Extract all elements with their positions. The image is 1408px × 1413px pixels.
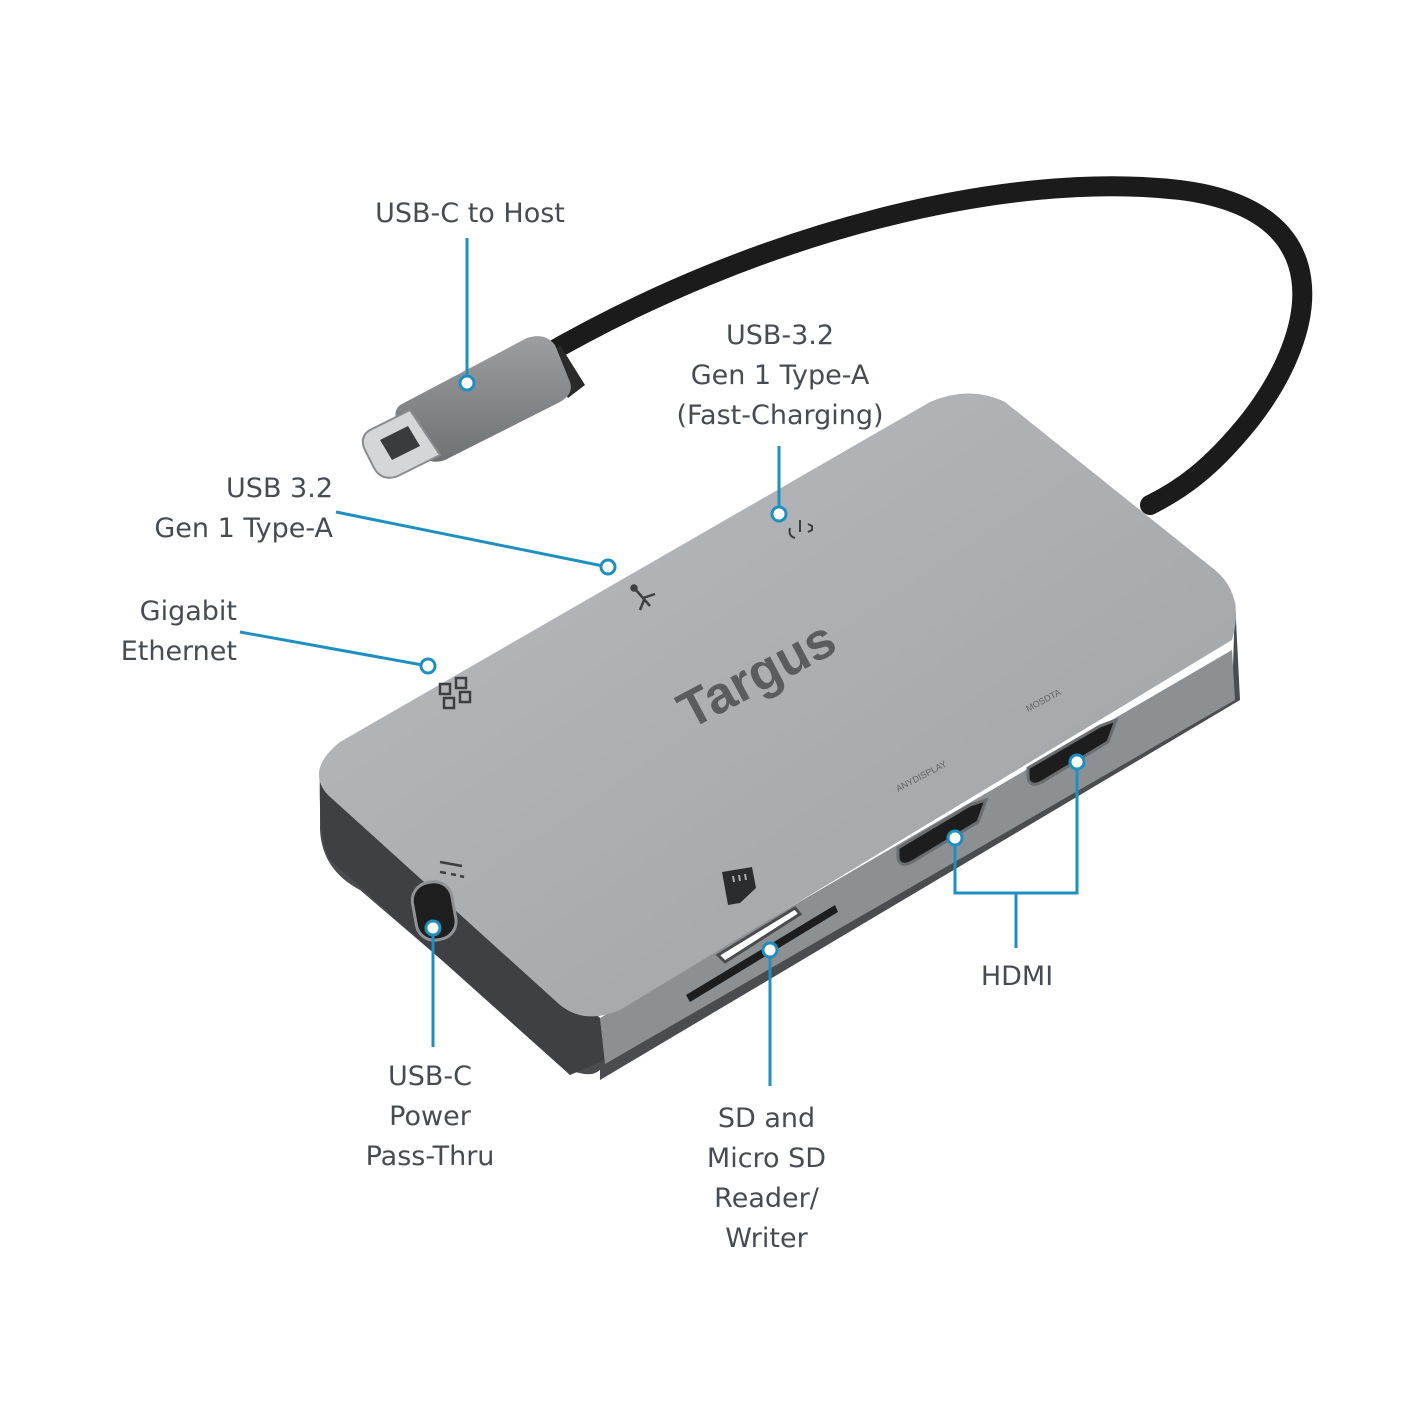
callout-hdmi: HDMI <box>947 957 1087 997</box>
leader-hdmi-right-dot <box>1068 753 1086 771</box>
callout-line: Gigabit <box>139 596 237 627</box>
microsd-slot <box>686 905 838 1002</box>
callout-line: USB 3.2 <box>226 473 333 504</box>
leader-usb32-fast-dot <box>770 505 788 523</box>
callout-line: Gen 1 Type-A <box>154 513 333 544</box>
callout-line: SD and <box>717 1103 816 1134</box>
fast-charge-usb-icon <box>788 520 813 539</box>
usb-c-power-port <box>410 880 458 942</box>
callout-line: USB-C <box>387 1061 473 1092</box>
callout-line: USB-C to Host <box>375 198 565 229</box>
usb-icon <box>630 584 656 611</box>
leader-usb32 <box>335 510 609 569</box>
ethernet-icon <box>438 676 472 710</box>
callout-line: (Fast-Charging) <box>676 400 884 431</box>
leader-hdmi-left-dot <box>946 829 964 847</box>
leader-lines <box>239 238 1086 1086</box>
leader-usb32-dot <box>599 558 617 576</box>
callout-line: Micro SD <box>706 1143 827 1174</box>
callout-line: Pass-Thru <box>365 1141 495 1172</box>
leader-ethernet <box>239 630 429 668</box>
callout-line: Writer <box>725 1223 808 1254</box>
leader-usb-c-power-dot <box>424 919 442 937</box>
callout-line: HDMI <box>980 961 1054 992</box>
callout-usb-c-host: USB-C to Host <box>340 194 600 234</box>
callout-line: USB-3.2 <box>725 320 835 351</box>
leader-sd-reader-dot <box>761 941 779 959</box>
usb-c-plug <box>361 336 585 479</box>
callout-line: Ethernet <box>120 636 237 667</box>
sd-card-icon <box>722 867 756 905</box>
hdmi-port-left <box>896 797 989 866</box>
sd-slot <box>715 906 803 964</box>
callout-line: Reader/ <box>714 1183 819 1214</box>
cable <box>530 176 1313 515</box>
leader-usb-c-host-dot <box>458 374 476 392</box>
callout-line: Gen 1 Type-A <box>690 360 870 391</box>
hdmi-port-right <box>1026 717 1119 786</box>
leader-ethernet-dot <box>419 657 437 675</box>
dc-power-icon <box>439 860 465 879</box>
callout-line: Power <box>389 1101 471 1132</box>
